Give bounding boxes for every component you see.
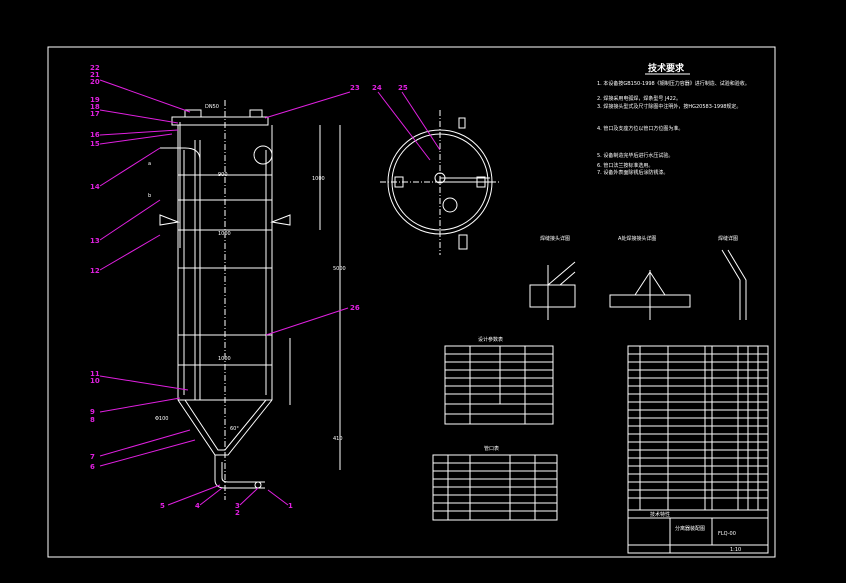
- label-text: 18: [90, 103, 100, 111]
- label-text: 20: [90, 78, 100, 86]
- label-text: 19: [90, 96, 100, 104]
- label-text: 设计参数表: [478, 336, 503, 343]
- label-text: 13: [90, 237, 100, 245]
- label-text: 8: [90, 416, 95, 424]
- label-text: DN50: [205, 104, 219, 110]
- part-callouts-left: 22 21 20 19 18 17 16 15 14 13 12 11 10 9…: [90, 64, 293, 517]
- design-parameter-table: 设计参数表: [444, 336, 554, 425]
- label-text: 15: [90, 140, 100, 148]
- label-text: b: [148, 193, 151, 199]
- label-text: a: [148, 161, 151, 167]
- label-text: 技术要求: [648, 62, 685, 74]
- label-text: 14: [90, 183, 100, 191]
- label-text: 5. 设备制造完毕后进行水压试验。: [597, 152, 673, 159]
- weld-details: 焊缝接头详图 A处焊接接头详图 焊缝详图: [529, 235, 747, 320]
- label-text: 1. 本设备按GB150-1998《钢制压力容器》进行制造、试验和验收。: [597, 80, 750, 87]
- label-text: 管口表: [484, 445, 499, 452]
- label-text: 焊缝详图: [718, 235, 738, 242]
- drawing-scale: 1:10: [730, 547, 741, 553]
- label-text: 2: [235, 509, 240, 517]
- label-text: 4: [195, 502, 200, 510]
- label-text: 10: [90, 377, 100, 385]
- label-text: 6. 管口法兰按标准选用。: [597, 162, 653, 169]
- label-text: 410: [333, 436, 343, 442]
- drawing-title: 分离器装配图: [675, 525, 705, 532]
- label-text: 3: [235, 502, 240, 510]
- label-text: 11: [90, 370, 100, 378]
- label-text: 22: [90, 64, 100, 72]
- label-text: 焊缝接头详图: [540, 235, 570, 242]
- label-text: A处焊接接头详图: [618, 235, 656, 242]
- label-text: 26: [350, 304, 360, 312]
- label-text: 2. 焊接采用电弧焊，焊条型号 J422。: [597, 95, 681, 102]
- drawing-frame: [47, 46, 776, 558]
- label-text: 5000: [333, 266, 346, 272]
- label-text: 25: [398, 84, 408, 92]
- nozzle-table: 管口表: [432, 445, 558, 521]
- label-text: 6: [90, 463, 95, 471]
- label-text: 3. 焊接接头型式及尺寸除图中注明外，按HG20583-1998规定。: [597, 103, 741, 110]
- vessel-elevation: [159, 100, 341, 500]
- label-text: 24: [372, 84, 382, 92]
- label-text: 17: [90, 110, 100, 118]
- label-text: 23: [350, 84, 360, 92]
- label-text: 7: [90, 453, 95, 461]
- bill-of-materials: 技术特性 分离器装配图 FLQ-00 1:10: [627, 345, 769, 554]
- label-text: 1000: [312, 176, 325, 182]
- label-text: 900: [218, 172, 228, 178]
- label-text: 技术特性: [650, 511, 670, 518]
- label-text: 9: [90, 408, 95, 416]
- label-text: 5: [160, 502, 165, 510]
- plan-view: [380, 110, 500, 255]
- drawing-number: FLQ-00: [718, 531, 736, 537]
- label-text: 1: [288, 502, 293, 510]
- label-text: 7. 设备外表面除锈后涂防锈漆。: [597, 169, 668, 176]
- dimension-texts: DN50 900 1000 1000 1000 5000 410 60° Φ10…: [148, 104, 346, 442]
- label-text: 1000: [218, 356, 231, 362]
- label-text: 1000: [218, 231, 231, 237]
- label-text: 16: [90, 131, 100, 139]
- label-text: 21: [90, 71, 100, 79]
- part-callouts-right: 23 24 25 26: [264, 84, 441, 336]
- label-text: 12: [90, 267, 100, 275]
- label-text: Φ100: [155, 416, 168, 422]
- label-text: 4. 管口及支座方位以管口方位图为准。: [597, 125, 683, 132]
- label-text: 60°: [230, 426, 239, 432]
- technical-requirements: 技术要求 1. 本设备按GB150-1998《钢制压力容器》进行制造、试验和验收…: [597, 62, 750, 176]
